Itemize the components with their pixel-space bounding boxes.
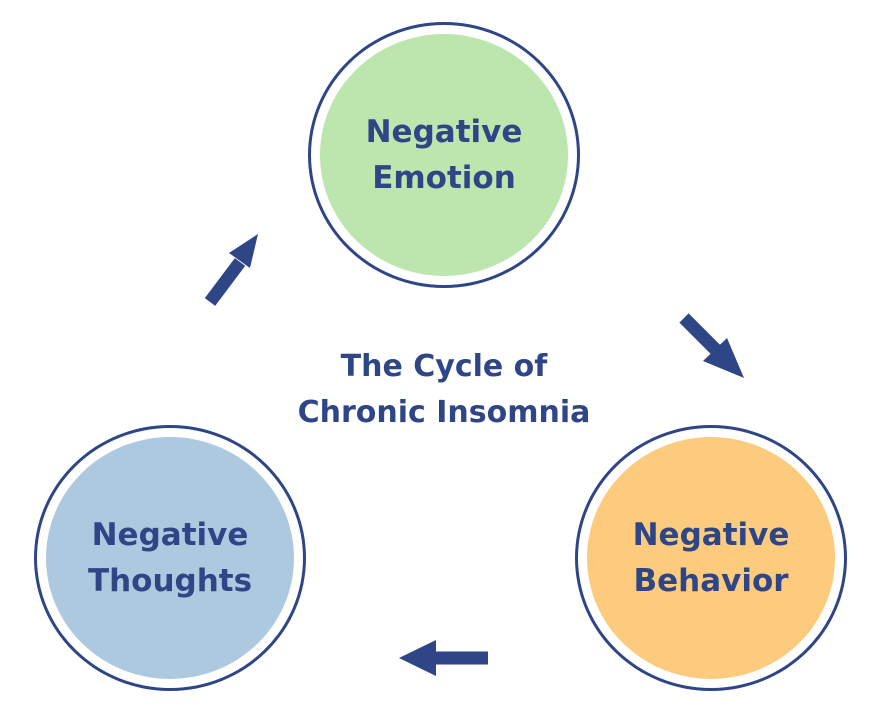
- arrow-emotion-to-behavior: [679, 313, 744, 378]
- node-negative-emotion: Negative Emotion: [308, 22, 580, 288]
- node-negative-emotion-fill: Negative Emotion: [320, 34, 568, 276]
- node-negative-behavior-fill: Negative Behavior: [587, 437, 835, 679]
- node-label-line: Behavior: [633, 563, 789, 599]
- node-negative-behavior: Negative Behavior: [575, 425, 847, 691]
- arrow-thoughts-to-emotion: [204, 234, 258, 306]
- diagram-title-line: The Cycle of: [340, 349, 548, 384]
- node-negative-thoughts: Negative Thoughts: [34, 425, 306, 691]
- node-label-line: Negative: [365, 114, 523, 150]
- node-label-line: Negative: [91, 517, 249, 553]
- diagram-title: The Cycle of Chronic Insomnia: [264, 344, 624, 436]
- node-label-line: Emotion: [372, 160, 516, 196]
- node-label-line: Thoughts: [87, 563, 253, 599]
- node-label-line: Negative: [632, 517, 790, 553]
- diagram-title-line: Chronic Insomnia: [297, 395, 591, 430]
- arrow-behavior-to-thoughts: [399, 640, 488, 676]
- node-negative-thoughts-fill: Negative Thoughts: [46, 437, 294, 679]
